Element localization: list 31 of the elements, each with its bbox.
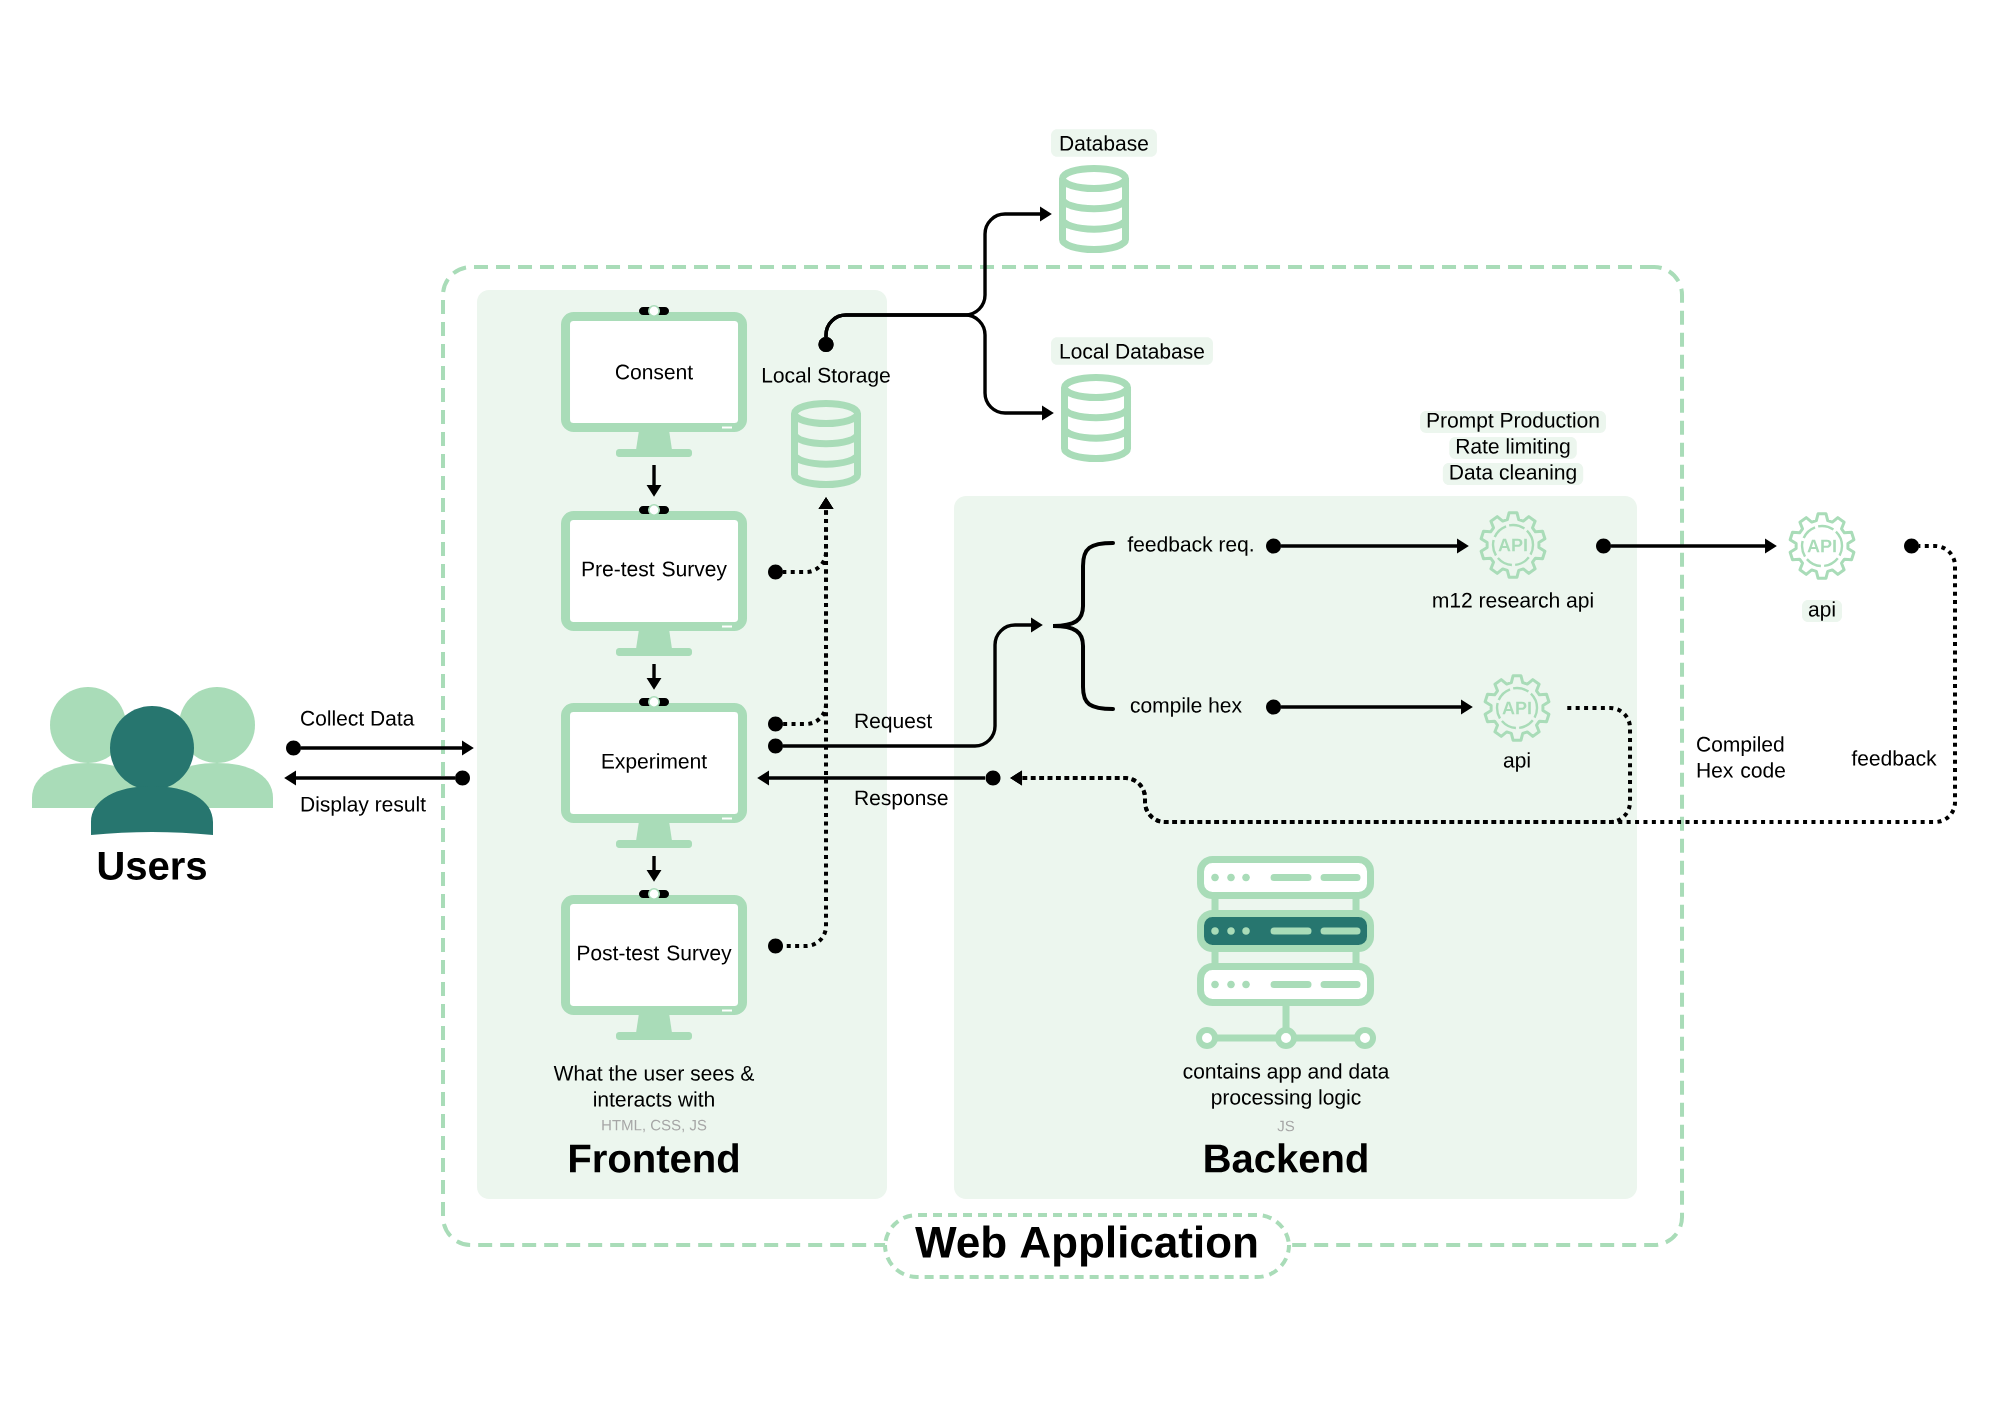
panel-title: Backend: [1205, 1143, 1367, 1173]
api-name: m12 research api: [1433, 592, 1593, 612]
curly-brace: [1051, 541, 1115, 711]
name-tag: Database: [1051, 129, 1157, 157]
edge-label: Request: [855, 713, 933, 733]
junction-dot: [985, 770, 1001, 786]
item-label: compile hex: [1130, 697, 1242, 717]
edge-label: Compiled Hex code: [1697, 736, 1785, 778]
note-tag: Rate limiting: [1449, 437, 1577, 459]
description-text: What the user sees & interacts with: [553, 1065, 755, 1107]
tech-stack-text: JS: [1277, 1120, 1295, 1132]
api-name: api: [1802, 600, 1843, 622]
monitor: Pre-test Survey: [561, 504, 747, 656]
monitor: Consent: [561, 305, 747, 457]
note-tag: Data cleaning: [1442, 463, 1584, 485]
edge-label: Response: [855, 790, 948, 810]
name-tag: Local Database: [1051, 337, 1213, 365]
tech-stack-text: HTML, CSS, JS: [602, 1119, 707, 1133]
monitor: Post-test Survey: [561, 888, 747, 1040]
node-label: Users: [98, 852, 206, 880]
note-tag: Prompt Production: [1420, 411, 1606, 433]
description-text: contains app and data processing logic: [1183, 1063, 1390, 1109]
api-name: api: [1503, 752, 1530, 772]
item-label: feedback req.: [1127, 536, 1253, 556]
edge-label: Display result: [301, 796, 426, 816]
edge-label: Collect Data: [301, 710, 415, 726]
edge-label: feedback: [1851, 750, 1937, 766]
container-title: Web Application: [883, 1213, 1291, 1279]
database-label: Local Storage: [762, 367, 890, 387]
monitor: Experiment: [561, 696, 747, 848]
panel-title: Frontend: [570, 1143, 739, 1173]
